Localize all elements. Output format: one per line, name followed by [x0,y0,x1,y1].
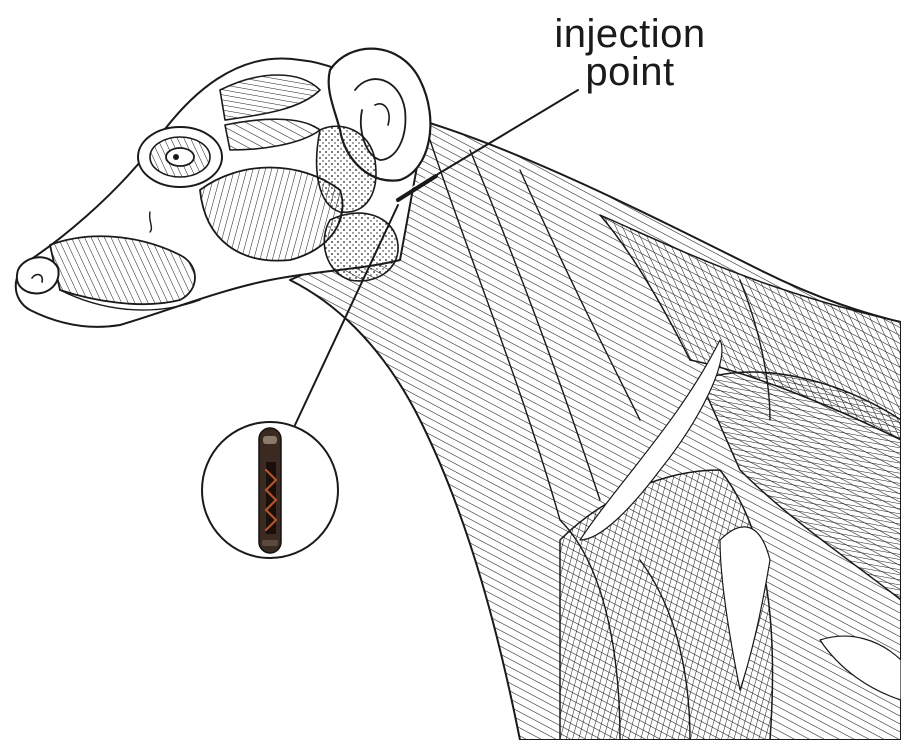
annotation-label-line2: point [530,52,730,92]
eye-icon [138,127,222,187]
microchip-icon [202,422,338,558]
annotation-label-line1: injection [530,14,730,54]
